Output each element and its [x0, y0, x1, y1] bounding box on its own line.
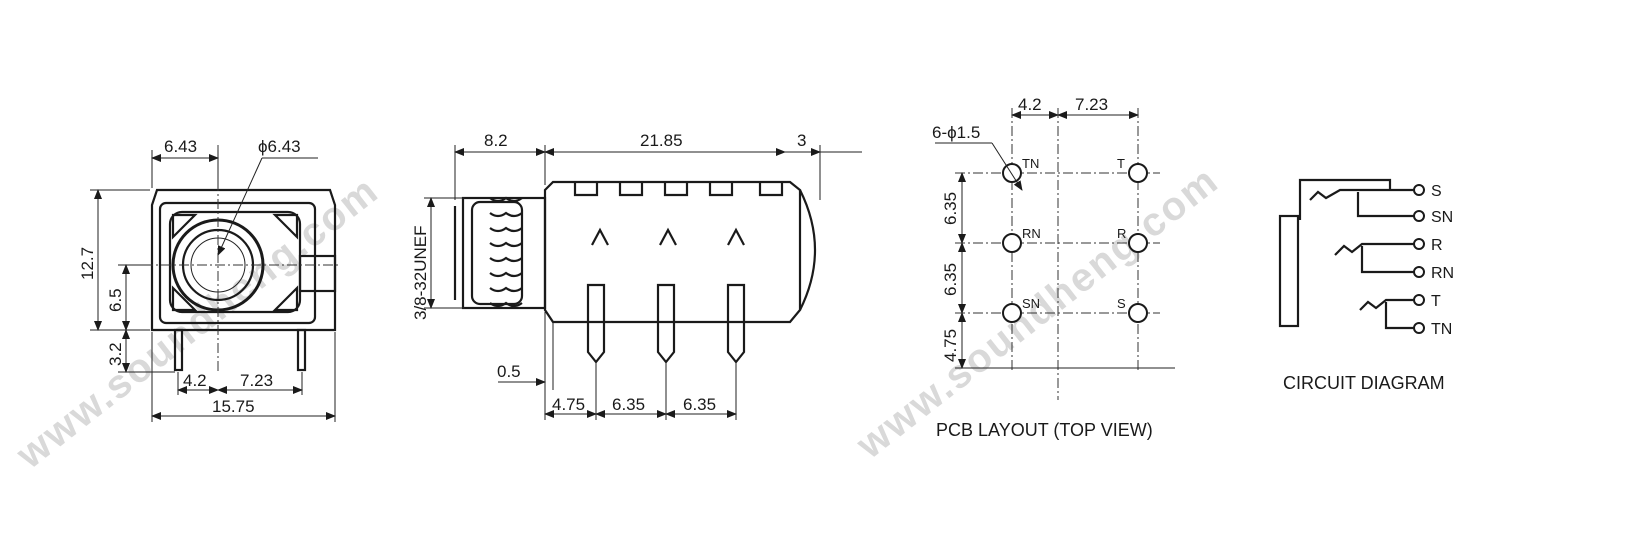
circuit-sleeve-bar [1278, 214, 1300, 328]
circuit-label-sn: SN [1431, 209, 1453, 226]
side-rib [708, 182, 734, 197]
side-triangle-mark [727, 227, 745, 246]
circuit-label-tn: TN [1431, 321, 1452, 338]
pcb-label-tn: TN [1022, 156, 1039, 171]
side-pin-1 [586, 283, 606, 364]
pcb-label-rn: RN [1022, 226, 1041, 241]
dim-leader [991, 142, 1023, 191]
pcb-layout: TN T RN R SN S 4.2 7.23 6-ϕ1.5 6.35 6.35… [932, 95, 1175, 440]
dim-front-top: 6.43 [164, 137, 197, 156]
side-rib [573, 182, 599, 197]
front-pin-left [173, 328, 184, 372]
front-corner-tab [171, 213, 198, 240]
pcb-hole-r [1128, 233, 1148, 253]
side-pin-2 [656, 283, 676, 364]
dim-pcb-row2: 6.35 [941, 263, 960, 296]
front-inner-square [168, 210, 302, 314]
pcb-hole-sn [1002, 303, 1022, 323]
dim-side-pin2: 6.35 [612, 395, 645, 414]
dim-pcb-col1: 4.2 [1018, 95, 1042, 114]
circuit-label-rn: RN [1431, 265, 1454, 282]
circuit-terminal-tn [1413, 322, 1425, 334]
front-body-outline [150, 188, 337, 332]
dim-side-pin3: 6.35 [683, 395, 716, 414]
side-thread-teeth [489, 196, 523, 308]
front-face-plate [158, 201, 317, 325]
circuit-r-spring [1334, 242, 1414, 256]
front-corner-tab [171, 285, 198, 312]
pcb-label-s: S [1117, 296, 1126, 311]
dim-pcb-holes: 6-ϕ1.5 [932, 123, 980, 142]
side-thread-core [470, 200, 524, 306]
pcb-hole-s [1128, 303, 1148, 323]
side-rib [758, 182, 784, 197]
front-corner-tab [272, 285, 299, 312]
dim-front-pin-right: 7.23 [240, 371, 273, 390]
circuit-label-s: S [1431, 183, 1442, 200]
dim-pcb-col2: 7.23 [1075, 95, 1108, 114]
dim-front-center-height: 6.5 [106, 288, 125, 312]
dim-side-nose: 3 [797, 131, 806, 150]
circuit-rn-lead [1360, 246, 1414, 274]
circuit-label-r: R [1431, 237, 1443, 254]
dim-front-height: 12.7 [78, 247, 97, 280]
circuit-terminal-sn [1413, 210, 1425, 222]
dim-front-width: 15.75 [212, 397, 255, 416]
pcb-caption: PCB LAYOUT (TOP VIEW) [936, 420, 1153, 440]
circuit-sn-lead [1356, 192, 1414, 218]
dim-front-hole: ϕ6.43 [258, 137, 301, 156]
circuit-sleeve-contact [1298, 178, 1392, 220]
circuit-s-spring [1309, 188, 1414, 201]
side-housing [543, 180, 802, 324]
front-view: 6.43 ϕ6.43 12.7 6.5 3.2 4.2 7.23 15.75 [78, 137, 340, 422]
pcb-hole-tn [1002, 163, 1022, 183]
pcb-label-sn: SN [1022, 296, 1040, 311]
pcb-hole-rn [1002, 233, 1022, 253]
dim-side-thread-length: 8.2 [484, 131, 508, 150]
dim-front-pin-length: 3.2 [106, 342, 125, 366]
circuit-terminal-rn [1413, 266, 1425, 278]
circuit-caption: CIRCUIT DIAGRAM [1283, 373, 1445, 393]
dim-pcb-row1: 6.35 [941, 192, 960, 225]
dim-side-body-length: 21.85 [640, 131, 683, 150]
pcb-label-t: T [1117, 156, 1125, 171]
dim-pcb-row3: 4.75 [941, 329, 960, 362]
circuit-t-spring [1359, 298, 1414, 311]
side-triangle-mark [591, 227, 609, 246]
dim-side-thread: 3/8-32UNEF [411, 226, 430, 320]
circuit-terminal-s [1413, 184, 1425, 196]
side-rib [663, 182, 689, 197]
front-corner-tab [272, 213, 299, 240]
dim-side-pin1: 4.75 [552, 395, 585, 414]
circuit-label-t: T [1431, 293, 1441, 310]
front-pin-right [296, 328, 307, 372]
side-nose [799, 189, 817, 311]
dim-side-gap: 0.5 [497, 362, 521, 381]
circuit-diagram: S SN R RN T TN CIRCUIT DIAGRAM [1278, 178, 1454, 393]
side-rib [618, 182, 644, 197]
circuit-tn-lead [1384, 302, 1414, 330]
dim-leader [217, 157, 263, 256]
side-view: 8.2 21.85 3 3/8-32UNEF 0.5 4.75 6.35 6.3… [411, 131, 862, 420]
dim-front-pin-left: 4.2 [183, 371, 207, 390]
circuit-terminal-t [1413, 294, 1425, 306]
side-pin-3 [726, 283, 746, 364]
pcb-hole-t [1128, 163, 1148, 183]
side-triangle-mark [659, 227, 677, 246]
circuit-terminal-r [1413, 238, 1425, 250]
pcb-label-r: R [1117, 226, 1126, 241]
